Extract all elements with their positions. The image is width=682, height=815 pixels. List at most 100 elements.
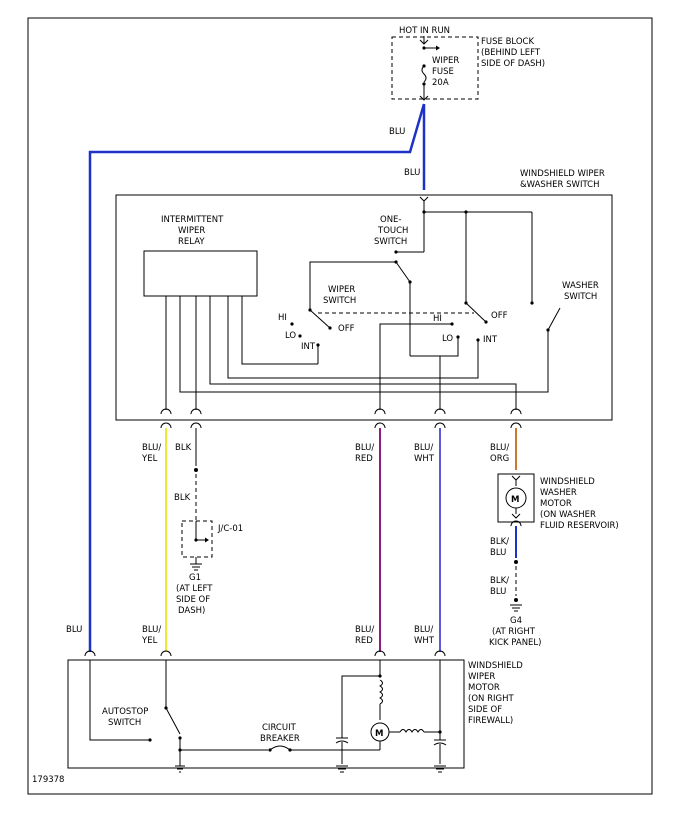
blu-wht-bottom-2: WHT xyxy=(414,636,435,646)
fuse-block-label-3: SIDE OF DASH) xyxy=(481,59,545,69)
outer-frame xyxy=(27,17,653,795)
blu-org-2: ORG xyxy=(490,454,509,464)
fuse-block: HOT IN RUN WIPER FUSE 20A FUSE BLOCK (BE… xyxy=(391,26,545,101)
one-touch-label-2: TOUCH xyxy=(377,226,408,236)
blu-red-top-2: RED xyxy=(355,454,373,464)
blu-yel-top-2: YEL xyxy=(141,454,158,464)
blu-red-bottom-1: BLU/ xyxy=(355,625,374,635)
blu-entry-label: BLU xyxy=(404,168,420,178)
blk-blu-1-b: BLU xyxy=(490,548,506,558)
washer-motor-label-5: FLUID RESERVOIR) xyxy=(540,521,619,531)
blu-org-1: BLU/ xyxy=(490,443,509,453)
jc01-connector xyxy=(181,520,213,558)
wiper-motor-label-3: MOTOR xyxy=(468,683,500,693)
washer-motor-m: M xyxy=(511,495,519,505)
wiper-switch-contact xyxy=(309,309,331,329)
blu-wht-top-2: WHT xyxy=(414,454,435,464)
jc01-label: J/C-01 xyxy=(217,524,243,534)
washer-switch-label-2: SWITCH xyxy=(564,292,597,302)
right-off-label: OFF xyxy=(491,311,508,321)
blk-top-label: BLK xyxy=(175,443,192,453)
g1-label-1: G1 xyxy=(189,573,201,583)
capacitor-2 xyxy=(433,742,447,746)
breaker-label-2: BREAKER xyxy=(260,734,300,744)
ground-symbols xyxy=(175,760,446,773)
wiper-motor-label-4: (ON RIGHT xyxy=(468,694,514,704)
wiper-motor-box xyxy=(67,659,465,769)
fuse-label-2: FUSE xyxy=(432,67,454,77)
intermittent-wiper-relay xyxy=(143,250,258,297)
blu-left-label: BLU xyxy=(66,625,82,635)
figure-id: 179378 xyxy=(32,775,64,785)
fuse-block-label-2: (BEHIND LEFT xyxy=(481,48,541,58)
switch-box-title-1: WINDSHIELD WIPER xyxy=(520,169,605,179)
blk-mid-label: BLK xyxy=(174,493,191,503)
blu-yel-bottom-2: YEL xyxy=(141,636,158,646)
motor-field-coil-2 xyxy=(399,729,425,733)
blu-top-label: BLU xyxy=(389,127,405,137)
blu-red-bottom-2: RED xyxy=(355,636,373,646)
one-touch-label-3: SWITCH xyxy=(374,237,407,247)
wiper-switch-label-2: SWITCH xyxy=(323,296,356,306)
g4-label-3: KICK PANEL) xyxy=(489,638,541,648)
g1-label-2: (AT LEFT xyxy=(176,584,213,594)
fuse-label-1: WIPER xyxy=(432,56,459,66)
right-hi-label: HI xyxy=(433,314,442,324)
blu-wire-left xyxy=(88,103,426,652)
harness-wires: BLU/ YEL BLK BLK BLU/ RED BLU/ WHT BLU/ … xyxy=(141,422,522,652)
washer-motor-label-4: (ON WASHER xyxy=(540,510,596,520)
blu-yel-bottom-1: BLU/ xyxy=(142,625,161,635)
wiper-motor-label-1: WINDSHIELD xyxy=(468,661,523,671)
washer-switch-contact xyxy=(547,307,561,331)
switch-box: WINDSHIELD WIPER &WASHER SWITCH INTERMIT… xyxy=(115,169,613,421)
g4-label-1: G4 xyxy=(510,616,522,626)
wiper-motor: WINDSHIELD WIPER MOTOR (ON RIGHT SIDE OF… xyxy=(67,650,523,773)
g4-label-2: (AT RIGHT xyxy=(492,627,536,637)
fuse-label-3: 20A xyxy=(432,78,449,88)
autostop-label-2: SWITCH xyxy=(108,718,141,728)
relay-label-2: WIPER xyxy=(178,226,205,236)
washer-motor-box xyxy=(497,473,535,523)
right-lo-label: LO xyxy=(442,334,453,344)
autostop-label-1: AUTOSTOP xyxy=(102,707,148,717)
fuse-block-outline xyxy=(391,36,479,100)
g1-label-4: DASH) xyxy=(178,606,205,616)
fuse-element xyxy=(421,65,427,83)
switch-box-outline xyxy=(115,194,613,421)
washer-motor-label-1: WINDSHIELD xyxy=(540,477,595,487)
one-touch-contact xyxy=(395,261,411,283)
blk-blu-2-b: BLU xyxy=(490,587,506,597)
switch-box-title-2: &WASHER SWITCH xyxy=(520,180,599,190)
washer-motor-label-3: MOTOR xyxy=(540,499,572,509)
hot-in-run-label: HOT IN RUN xyxy=(399,26,450,36)
wiper-motor-label-6: FIREWALL) xyxy=(468,716,513,726)
blu-wht-bottom-1: BLU/ xyxy=(414,625,433,635)
relay-label-3: RELAY xyxy=(178,237,205,247)
right-wiper-switch-contact xyxy=(465,302,487,323)
one-touch-label-1: ONE- xyxy=(380,215,402,225)
blu-feed-wires: BLU BLU BLU xyxy=(66,103,426,652)
breaker-label-1: CIRCUIT xyxy=(262,723,297,733)
wiper-motor-m: M xyxy=(375,729,383,739)
blu-red-top-1: BLU/ xyxy=(355,443,374,453)
motor-field-coil-1 xyxy=(379,679,383,705)
capacitor-1 xyxy=(335,740,349,744)
left-hi-label: HI xyxy=(278,313,287,323)
blu-yel-top-1: BLU/ xyxy=(142,443,161,453)
wiper-switch-label-1: WIPER xyxy=(328,285,355,295)
left-int-label: INT xyxy=(301,342,316,352)
wiper-motor-label-5: SIDE OF xyxy=(468,705,502,715)
left-lo-label: LO xyxy=(285,331,296,341)
blk-blu-1-a: BLK/ xyxy=(490,537,509,547)
relay-label-1: INTERMITTENT xyxy=(161,215,224,225)
blu-wht-top-1: BLU/ xyxy=(414,443,433,453)
left-off-label: OFF xyxy=(338,324,355,334)
washer-motor: M WINDSHIELD WASHER MOTOR (ON WASHER FLU… xyxy=(489,473,619,648)
autostop-contact xyxy=(165,707,181,735)
washer-switch-label-1: WASHER xyxy=(562,281,599,291)
fuse-block-label-1: FUSE BLOCK xyxy=(481,37,534,47)
right-int-label: INT xyxy=(483,335,498,345)
junction-g1: J/C-01 G1 (AT LEFT SIDE OF DASH) xyxy=(176,520,243,616)
